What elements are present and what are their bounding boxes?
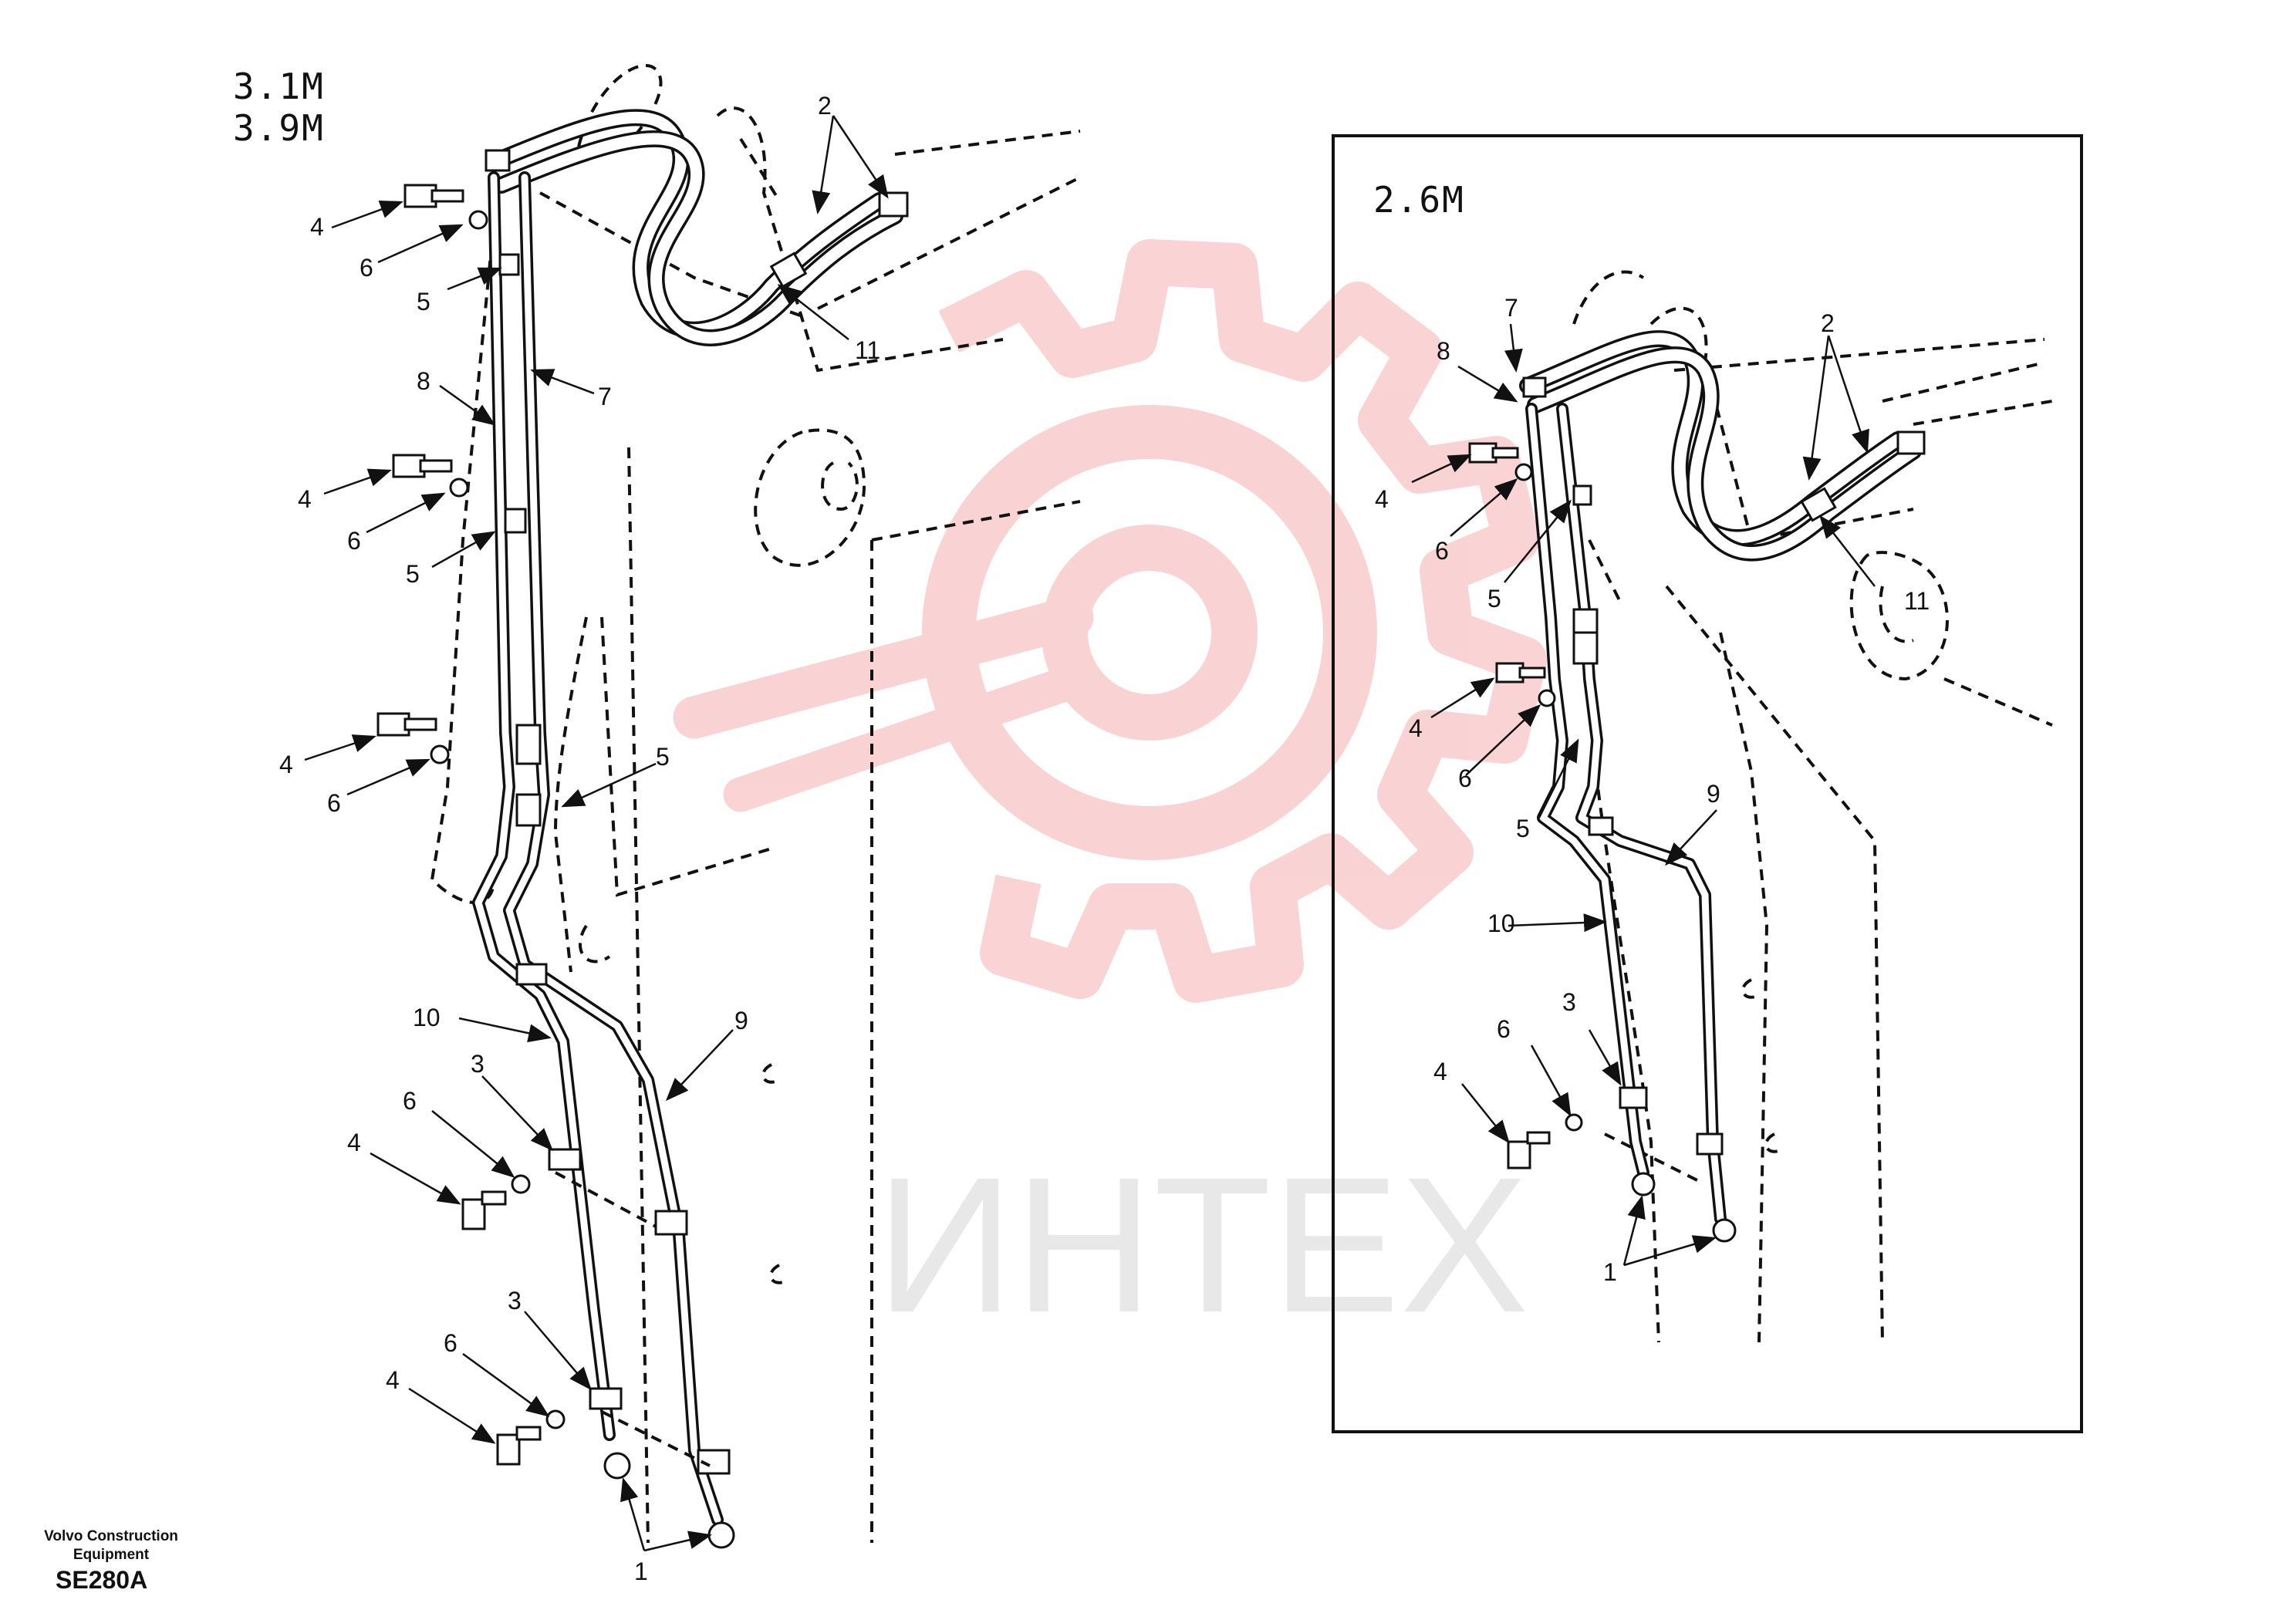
inset-callout-2: 2 [1821, 309, 1835, 337]
inset-bolt-3 [1507, 1131, 1551, 1169]
main-boom-outline [430, 64, 1081, 1544]
main-callout-11: 11 [855, 336, 880, 364]
main-callout-6e: 6 [444, 1329, 458, 1357]
inset-callout-5b: 5 [1516, 815, 1530, 842]
main-bolt-4 [461, 1190, 507, 1230]
main-callout-2: 2 [818, 92, 832, 120]
inset-callout-10: 10 [1487, 910, 1515, 937]
main-callout-5c: 5 [656, 743, 670, 771]
watermark-gear-logo [673, 239, 1547, 1003]
main-callout-3b: 3 [508, 1287, 522, 1315]
variant-label-3-1m: 3.1M [233, 66, 325, 107]
inset-callout-6b: 6 [1458, 764, 1472, 792]
inset-callout-1: 1 [1603, 1258, 1617, 1286]
main-callouts: 2 4 6 5 11 8 7 4 6 5 4 5 6 10 9 3 6 4 3 … [279, 92, 880, 1585]
main-hoses [485, 109, 1081, 346]
main-callout-4c: 4 [279, 751, 293, 778]
inset-bolt-1 [1468, 442, 1519, 464]
inset-callout-6a: 6 [1435, 537, 1449, 565]
main-callout-7: 7 [598, 383, 612, 410]
main-callout-1: 1 [634, 1558, 648, 1585]
main-callout-6a: 6 [360, 254, 373, 282]
main-callout-9: 9 [734, 1007, 748, 1034]
main-leaders [304, 115, 889, 1552]
inset-callout-8: 8 [1437, 337, 1450, 365]
inset-panel: 2.6M [1332, 134, 2083, 1433]
main-callout-6c: 6 [327, 789, 341, 817]
main-callout-6b: 6 [347, 527, 361, 555]
main-callout-8: 8 [417, 367, 430, 395]
footer-brand: Volvo Construction Equipment [44, 1528, 178, 1563]
main-callout-4a: 4 [310, 213, 324, 241]
main-bolt-3 [376, 712, 437, 737]
main-callout-3a: 3 [471, 1050, 485, 1078]
main-callout-10: 10 [413, 1004, 441, 1031]
main-bolt-2 [392, 454, 453, 478]
main-callout-6d: 6 [403, 1087, 417, 1115]
footer-code: SE280A [56, 1566, 148, 1594]
main-bolt-1 [403, 184, 464, 208]
inset-callout-4b: 4 [1409, 714, 1423, 742]
main-callout-4d: 4 [347, 1129, 361, 1156]
inset-callout-7: 7 [1504, 294, 1518, 322]
main-callout-5b: 5 [406, 560, 420, 588]
main-bolt-5 [496, 1426, 542, 1466]
inset-callout-3: 3 [1562, 988, 1576, 1016]
watermark: ИНТЕХ [673, 239, 1547, 1352]
main-pipes [376, 171, 735, 1549]
inset-bolt-2 [1495, 662, 1546, 683]
inset-callout-11: 11 [1904, 587, 1930, 615]
main-callout-4e: 4 [386, 1366, 400, 1394]
inset-callout-4c: 4 [1433, 1058, 1447, 1085]
inset-callout-5a: 5 [1487, 585, 1501, 613]
main-callout-5a: 5 [417, 288, 430, 316]
variant-label-2-6m: 2.6M [1373, 179, 1465, 221]
watermark-text: ИНТЕХ [876, 1137, 1528, 1352]
variant-label-3-9m: 3.9M [233, 107, 325, 149]
inset-callout-4a: 4 [1375, 485, 1389, 513]
inset-callout-6c: 6 [1497, 1015, 1511, 1043]
inset-callout-9: 9 [1707, 780, 1720, 808]
main-callout-4b: 4 [298, 485, 312, 513]
